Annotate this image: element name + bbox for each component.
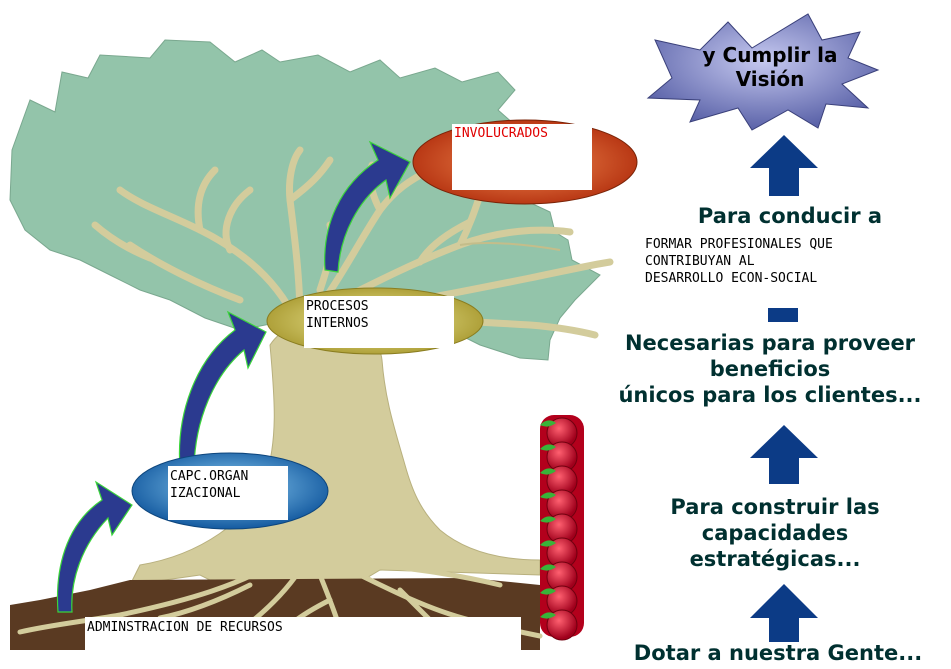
up-arrow-icon [750, 135, 818, 196]
label-capacity: CAPC.ORGAN IZACIONAL [170, 469, 249, 501]
vision-star [646, 13, 880, 131]
star-text-2: Visión [735, 67, 805, 91]
up-arrow-stub [768, 308, 798, 322]
up-arrows [750, 135, 818, 642]
ground-label-box [85, 617, 521, 651]
up-arrow-icon [750, 425, 818, 484]
people-text: Dotar a nuestra Gente... [633, 641, 923, 665]
leads-to-text: Para conducir a [697, 204, 883, 228]
apples-column [540, 415, 584, 637]
processes-box [304, 296, 454, 348]
up-arrow-icon [750, 584, 818, 642]
arrow-curved-icon [324, 140, 411, 273]
capabilities-text-1: Para construir las [670, 495, 880, 519]
capabilities-text-3: estratégicas... [689, 547, 861, 571]
arrow-curved-icon [56, 480, 133, 613]
stakeholders-box [452, 124, 592, 190]
tree-canopy [9, 39, 601, 361]
label-stakeholders: INVOLUCRADOS [454, 126, 548, 141]
capabilities-text-2: capacidades [701, 521, 849, 545]
label-processes: PROCESOS INTERNOS [306, 299, 369, 331]
goal-text: FORMAR PROFESIONALES QUE CONTRIBUYAN AL … [645, 237, 833, 286]
capacity-box [168, 466, 288, 520]
growth-arrows [56, 140, 411, 613]
arrow-curved-icon [178, 310, 267, 469]
benefits-text-3: únicos para los clientes... [618, 383, 922, 407]
benefits-text-1: Necesarias para proveer [624, 331, 916, 355]
benefits-text-2: beneficios [709, 357, 831, 381]
tree-branch-thin [459, 241, 561, 251]
label-resources: ADMINSTRACION DE RECURSOS [87, 620, 283, 635]
star-text-1: y Cumplir la [702, 43, 838, 67]
